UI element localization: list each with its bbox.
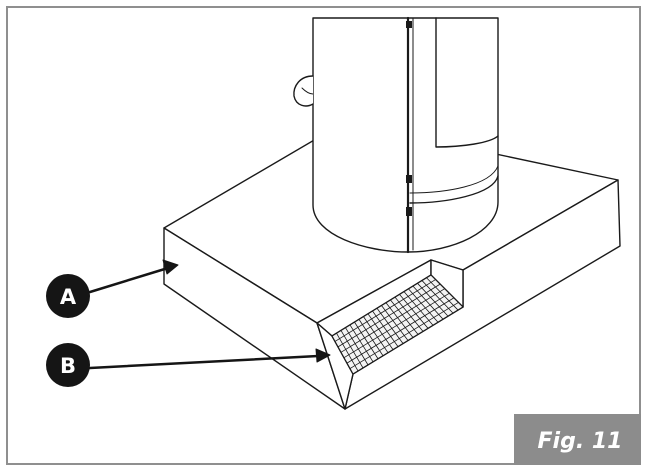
mesh-line [334, 279, 436, 342]
mesh-line [399, 294, 429, 329]
mesh-line [367, 313, 394, 351]
figure-label: Fig. 11 [538, 429, 623, 454]
door-window [435, 17, 499, 148]
mesh-line [349, 302, 459, 369]
stove-lower-ring [409, 165, 499, 194]
stove-body [312, 17, 499, 253]
mesh-line [385, 302, 414, 338]
mesh-line [421, 280, 454, 314]
arrow-b-head [315, 348, 331, 363]
callout-a-circle [46, 274, 90, 318]
arrow-a-line [88, 266, 170, 294]
hinge-low [406, 207, 412, 216]
arrow-a-head [162, 259, 179, 275]
mesh-line [343, 292, 450, 359]
mesh-line [403, 291, 434, 326]
hinge-mid [406, 175, 412, 183]
mesh-line [426, 277, 459, 311]
mesh-line [372, 310, 399, 347]
mesh-line [381, 305, 409, 341]
callout-b-label: B [60, 354, 76, 378]
mesh-line [336, 332, 359, 372]
mesh-lines [334, 277, 459, 372]
stove-column [293, 16, 499, 254]
mesh-line [340, 288, 446, 353]
mesh-grille [331, 274, 464, 375]
mesh-line [340, 330, 364, 369]
mesh-line [408, 288, 439, 323]
side-knob [293, 75, 314, 107]
figure-label-bg [514, 414, 641, 465]
mesh-line [358, 318, 384, 357]
mesh-line [417, 282, 449, 317]
callout-b: B [46, 343, 90, 387]
mesh-line [363, 316, 389, 354]
mesh-line [337, 283, 441, 348]
mesh-line [376, 307, 404, 344]
mesh-line [349, 324, 374, 363]
mesh-line [412, 285, 444, 320]
mesh-line [354, 321, 379, 360]
figure-label-tab: Fig. 11 [514, 414, 641, 465]
arrow-b-line [88, 354, 320, 370]
mesh-line [345, 327, 369, 366]
hinge-top [406, 21, 412, 28]
callout-a-label: A [60, 285, 77, 309]
callout-arrows [88, 259, 331, 370]
side-knob-detail [301, 87, 314, 95]
mesh-line [394, 296, 424, 332]
callout-b-circle [46, 343, 90, 387]
mesh-line [346, 297, 455, 364]
mesh-line [390, 299, 419, 335]
callout-a: A [46, 274, 90, 318]
stove-bottom-seam [409, 175, 499, 204]
ash-opening [316, 259, 464, 410]
